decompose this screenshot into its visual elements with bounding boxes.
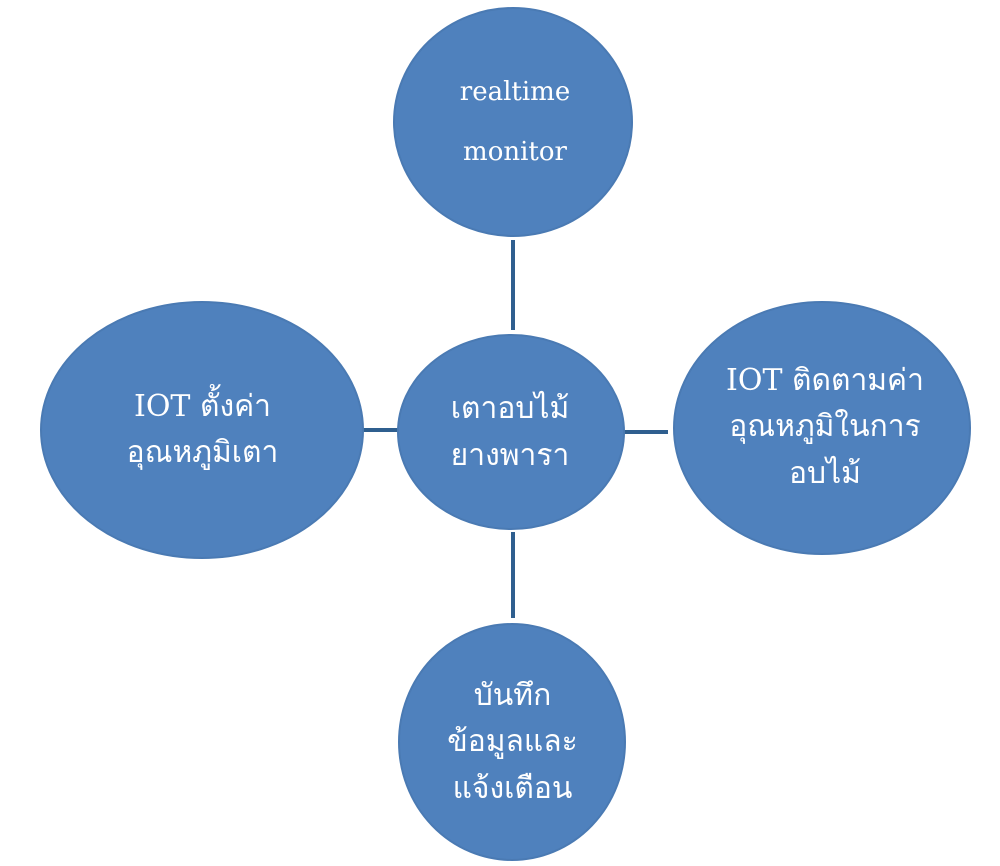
node-center-line-2: ยางพารา (450, 437, 570, 473)
node-right-label: IOT ติดตามค่า อุณหภูมิในการ อบไม้ (675, 300, 975, 555)
node-left-line-1: IOT ตั้งค่า (133, 388, 272, 424)
node-left-line-2: อุณหภูมิเตา (126, 435, 279, 470)
node-right-line-2: อุณหภูมิในการ (729, 409, 921, 445)
node-right-line-3: อบไม้ (789, 455, 861, 491)
node-left-label: IOT ตั้งค่า อุณหภูมิเตา (40, 300, 365, 560)
node-top-line-2: monitor (463, 136, 567, 167)
node-top-line-1: realtime (459, 76, 571, 107)
node-bottom (398, 623, 626, 861)
node-bottom-line-3: แจ้งเตือน (452, 770, 573, 806)
node-bottom-line-2: ข้อมูลและ (447, 724, 578, 760)
node-right (673, 301, 971, 555)
node-right-line-1: IOT ติดตามค่า (726, 362, 924, 398)
node-center (397, 334, 625, 530)
node-center-line-1: เตาอบไม้ (450, 391, 570, 426)
node-left (40, 301, 364, 559)
node-bottom-line-1: บันทึก (473, 677, 552, 713)
node-top-label: realtime monitor (395, 10, 635, 235)
node-top (393, 7, 633, 237)
node-center-label: เตาอบไม้ ยางพารา (395, 335, 625, 530)
node-bottom-label: บันทึก ข้อมูลและ แจ้งเตือน (400, 625, 625, 860)
